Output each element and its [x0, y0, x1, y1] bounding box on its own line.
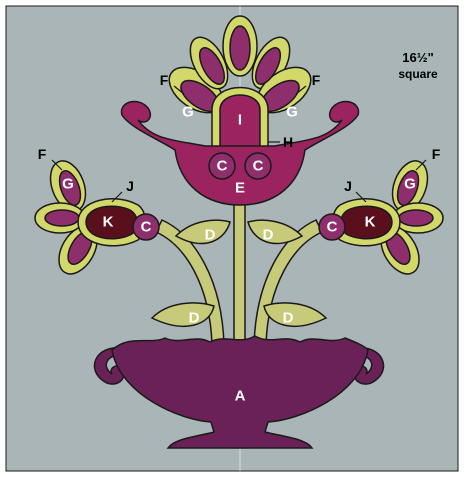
label-f-right: F: [432, 146, 441, 162]
size-note-measure: 16½": [402, 50, 433, 65]
label-g-top-left: G: [182, 104, 194, 121]
label-c-top-left: C: [217, 158, 228, 175]
label-g-left: G: [62, 176, 74, 193]
label-f-top-left: F: [160, 72, 169, 88]
label-k-left: K: [103, 214, 114, 231]
label-j-right: J: [344, 178, 352, 194]
label-f-left: F: [38, 146, 47, 162]
label-e-cup: E: [235, 180, 245, 197]
size-note-square: square: [398, 67, 438, 81]
label-c-right: C: [327, 219, 338, 236]
label-c-top-right: C: [253, 158, 264, 175]
label-d-upper-right: D: [263, 227, 274, 244]
label-d-lower-right: D: [283, 310, 294, 327]
label-f-top-right: F: [312, 72, 321, 88]
label-h: H: [283, 134, 293, 150]
label-a-vase: A: [235, 388, 246, 405]
label-i-center-petal: I: [238, 112, 242, 129]
stem-center: [234, 200, 245, 348]
label-d-lower-left: D: [189, 310, 200, 327]
label-g-right: G: [404, 176, 416, 193]
label-d-upper-left: D: [205, 227, 216, 244]
label-j-left: J: [126, 178, 134, 194]
label-k-right: K: [365, 214, 376, 231]
label-g-top-right: G: [286, 104, 298, 121]
label-c-left: C: [141, 219, 152, 236]
